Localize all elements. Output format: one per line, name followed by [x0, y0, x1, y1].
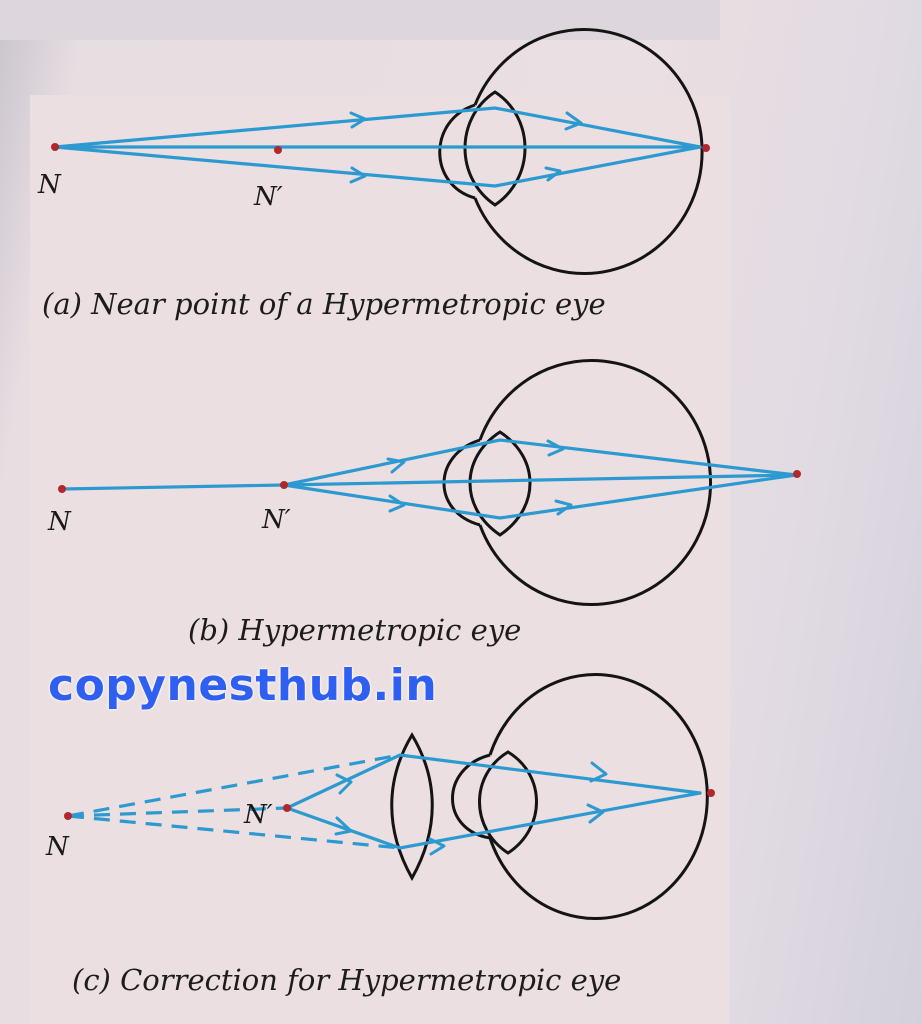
- arrow-b-2: [546, 439, 565, 457]
- label-n-prime-b: N′: [261, 505, 291, 535]
- eye-c: [451, 673, 709, 920]
- arrow-b-1: [386, 457, 406, 474]
- figure-a: N N′ (a) Near point of a Hypermetropic e…: [37, 28, 710, 321]
- point-n-b: [58, 485, 66, 493]
- rays-b: [60, 438, 798, 520]
- virtual-ray-c-top: [67, 753, 401, 818]
- diagram-paper: [30, 95, 730, 1024]
- caption-c: (c) Correction for Hypermetropic eye: [72, 963, 621, 997]
- figure-b: N N′ (b) Hypermetropic eye: [47, 359, 801, 647]
- watermark-text: copynesthub.in: [48, 660, 438, 711]
- arrow-c-2: [334, 816, 353, 836]
- arrow-b-4: [554, 499, 573, 516]
- ray-a-top: [53, 106, 702, 149]
- label-n-prime-a: N′: [253, 182, 283, 212]
- arrow-b-3: [388, 494, 406, 513]
- convex-correction-lens: [390, 732, 434, 882]
- arrow-a-3: [349, 166, 367, 184]
- eye-lens-a: [463, 90, 527, 207]
- point-n-prime-b: [280, 481, 288, 489]
- eye-lens-c: [478, 750, 538, 855]
- caption-b: (b) Hypermetropic eye: [188, 613, 521, 647]
- ray-b-bottom: [282, 473, 798, 520]
- arrow-a-2: [564, 111, 583, 131]
- point-n-c: [64, 812, 72, 820]
- label-n-a: N: [37, 170, 62, 200]
- eyeball-outline-c: [488, 673, 709, 920]
- image-point-c: [707, 789, 715, 797]
- arrow-a-1: [349, 111, 367, 129]
- virtual-ray-c-bottom: [67, 814, 401, 850]
- label-n-prime-c: N′: [243, 800, 273, 830]
- eye-a: [438, 28, 704, 275]
- label-n-c: N: [45, 832, 70, 862]
- rays-a: [53, 106, 702, 188]
- eye-lens-b: [468, 430, 532, 537]
- arrow-c-5: [428, 837, 446, 856]
- point-n-prime-a: [274, 146, 282, 154]
- eyeball-outline-a: [473, 28, 704, 275]
- figure-c: N N′ (c) Correction for Hypermetropic ey…: [45, 673, 715, 997]
- label-n-b: N: [47, 507, 72, 537]
- ray-b-top: [282, 438, 798, 487]
- virtual-ray-c-middle: [67, 806, 288, 818]
- image-point-b: [793, 470, 801, 478]
- arrow-c-1: [335, 773, 353, 795]
- arrow-a-4: [544, 166, 562, 182]
- caption-a: (a) Near point of a Hypermetropic eye: [42, 287, 606, 321]
- point-n-prime-c: [283, 804, 291, 812]
- ray-a-bottom: [53, 145, 702, 188]
- rays-c: [67, 753, 702, 856]
- ray-b-incoming: [60, 483, 286, 491]
- ray-b-middle: [282, 473, 798, 487]
- page-top-strip: [0, 0, 720, 40]
- image-point-a: [702, 144, 710, 152]
- arrow-c-4: [586, 803, 605, 824]
- point-n-a: [51, 143, 59, 151]
- eyeball-outline-b: [478, 359, 713, 606]
- arrow-c-3: [589, 761, 608, 783]
- ray-c-top: [285, 753, 702, 810]
